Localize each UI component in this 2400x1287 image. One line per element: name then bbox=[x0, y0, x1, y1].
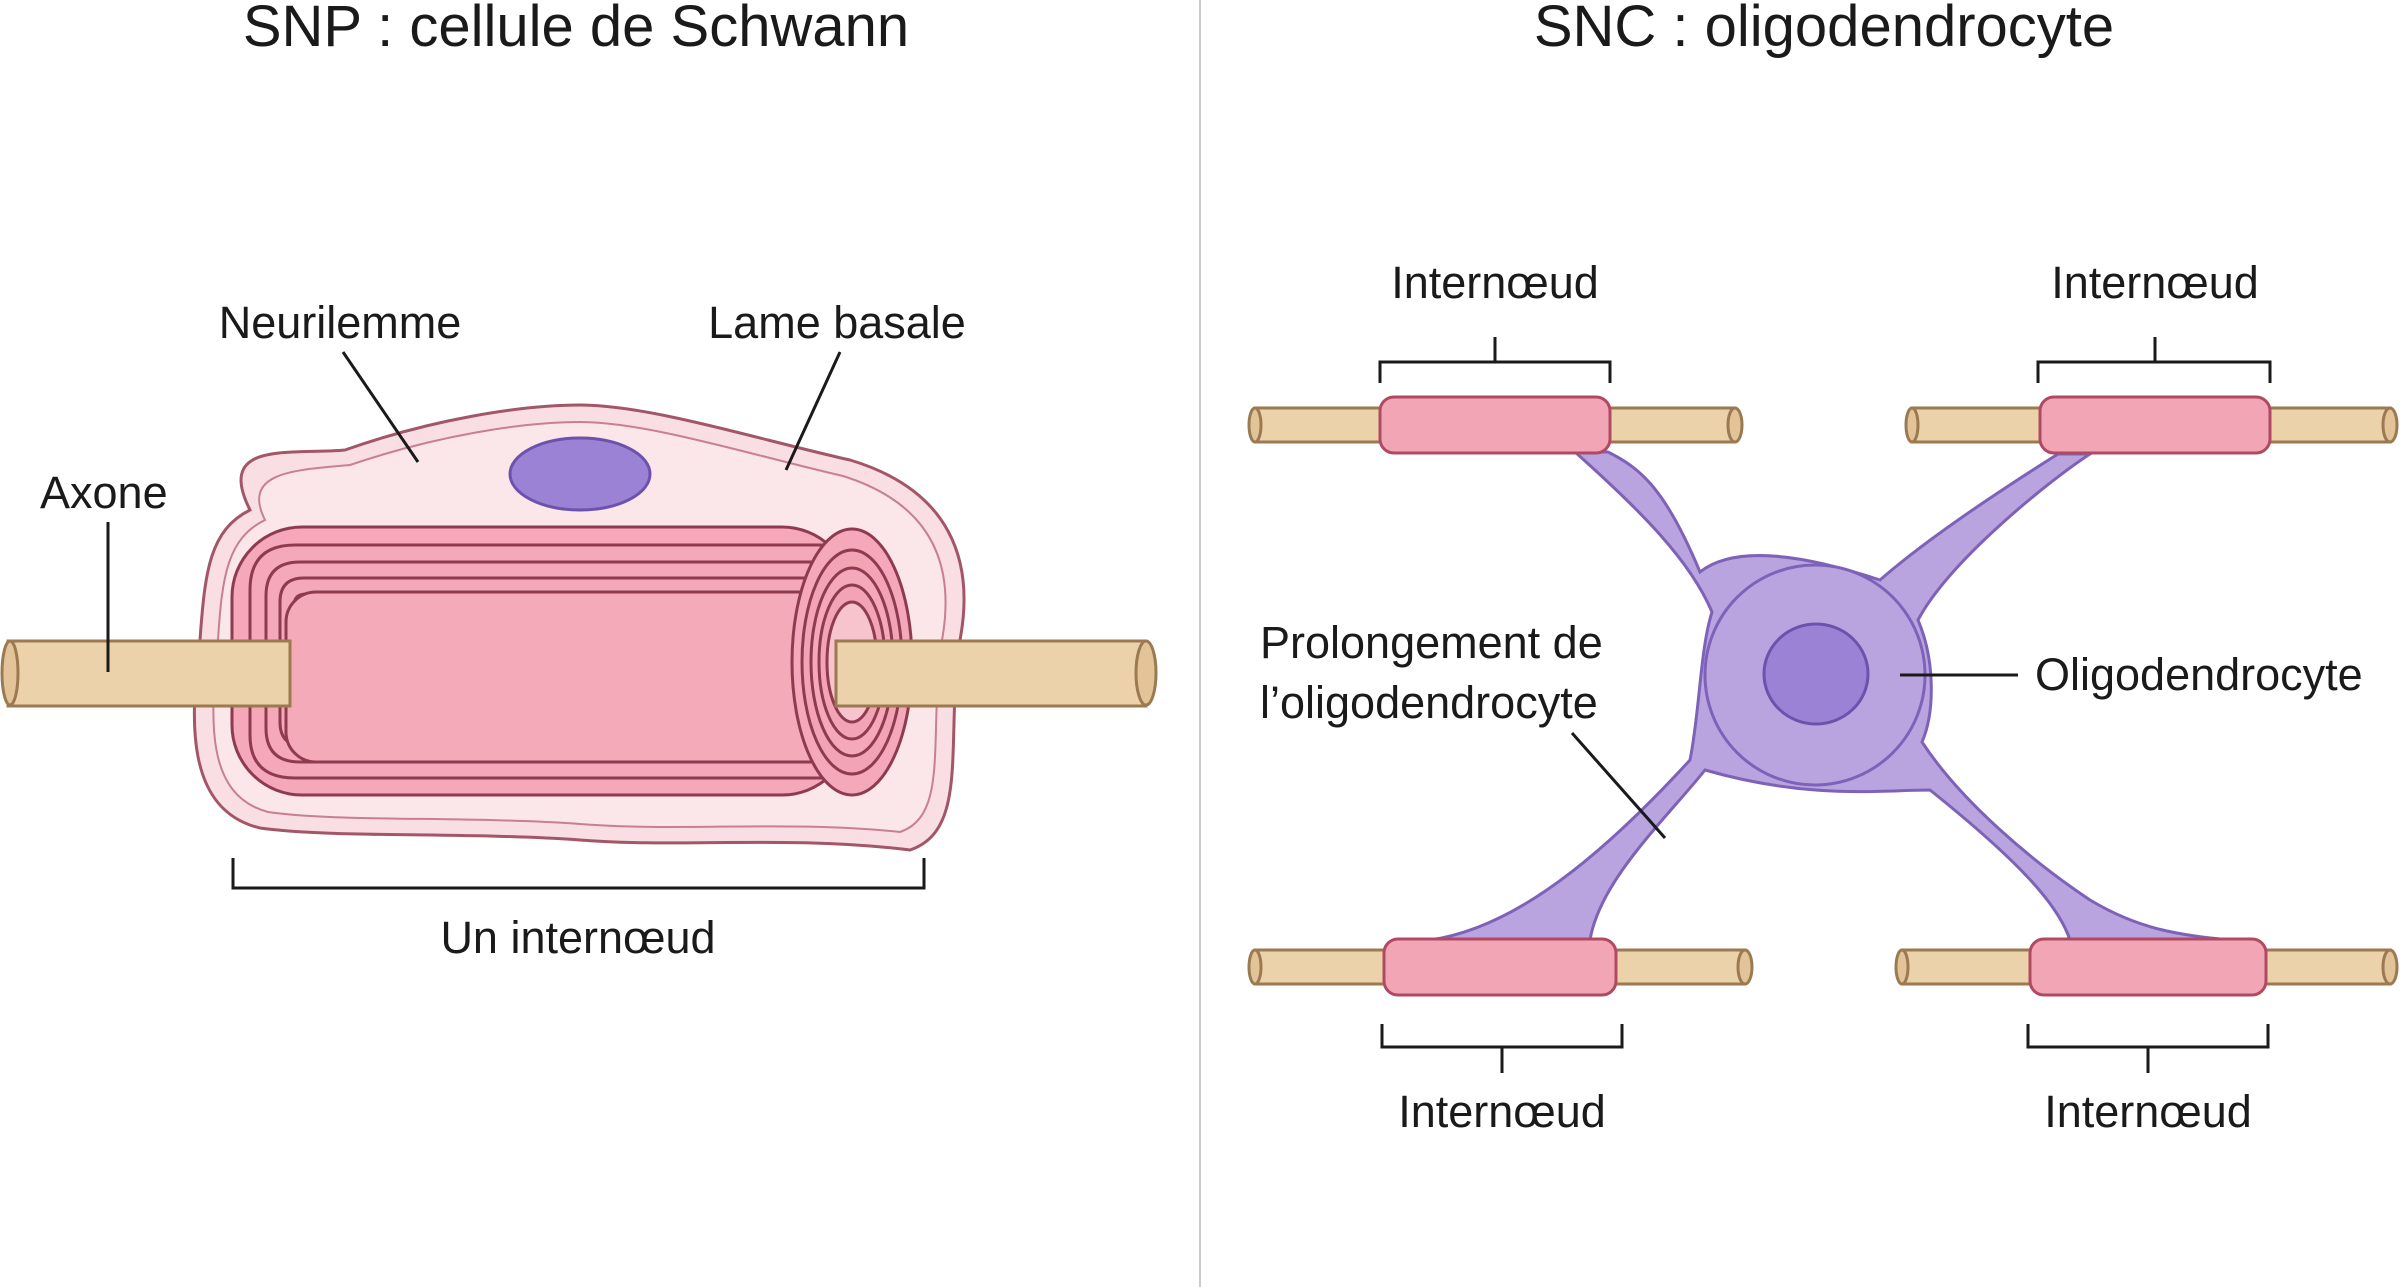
label-oligodendrocyte: Oligodendrocyte bbox=[2035, 649, 2363, 700]
axon-top-left bbox=[1247, 395, 1744, 455]
label-internode-bottom-right: Internœud bbox=[2044, 1086, 2252, 1137]
internode-segment-bottom-right bbox=[2028, 937, 2268, 997]
internode-segment-bottom-left bbox=[1382, 937, 1618, 997]
bracket-internode-top-left bbox=[1378, 337, 1612, 383]
bracket-internode-bottom-left bbox=[1380, 1024, 1624, 1073]
internode-segment-top-right bbox=[2038, 395, 2272, 455]
left-panel-title: SNP : cellule de Schwann bbox=[243, 0, 909, 59]
leader-prolongement bbox=[1570, 732, 1667, 839]
right-panel: SNC : oligodendrocyte bbox=[1247, 0, 2399, 1137]
label-internode-top-left: Internœud bbox=[1391, 257, 1599, 308]
right-panel-title: SNC : oligodendrocyte bbox=[1534, 0, 2114, 59]
axon-right-end bbox=[1134, 639, 1158, 707]
label-prolongement-line1: Prolongement de bbox=[1260, 617, 1603, 668]
label-internode-bottom-left: Internœud bbox=[1398, 1086, 1606, 1137]
axon-left-end bbox=[0, 639, 20, 707]
leader-neurilemme bbox=[341, 351, 420, 463]
axon-left-segment bbox=[6, 639, 292, 708]
label-un-internoeud: Un internœud bbox=[440, 912, 715, 963]
axon-bottom-left bbox=[1247, 937, 1754, 997]
axon-top-right bbox=[1904, 395, 2399, 455]
label-prolongement-line2: l’oligodendrocyte bbox=[1260, 677, 1598, 728]
axon-bottom-right bbox=[1894, 937, 2399, 997]
internode-segment-top-left bbox=[1378, 395, 1612, 455]
label-internode-top-right: Internœud bbox=[2051, 257, 2259, 308]
oligodendrocyte-nucleus bbox=[1762, 622, 1870, 726]
axon-right-segment bbox=[834, 639, 1148, 708]
bracket-internode bbox=[231, 858, 926, 890]
bracket-internode-bottom-right bbox=[2026, 1024, 2270, 1073]
leader-lame-basale bbox=[784, 351, 842, 471]
schwann-nucleus bbox=[508, 436, 652, 512]
label-neurilemme: Neurilemme bbox=[219, 297, 462, 348]
bracket-internode-top-right bbox=[2036, 337, 2272, 383]
label-axone: Axone bbox=[40, 467, 168, 518]
left-panel: SNP : cellule de Schwann bbox=[0, 0, 1158, 963]
inner-myelin-cylinder bbox=[284, 590, 868, 764]
label-lame-basale: Lame basale bbox=[708, 297, 966, 348]
